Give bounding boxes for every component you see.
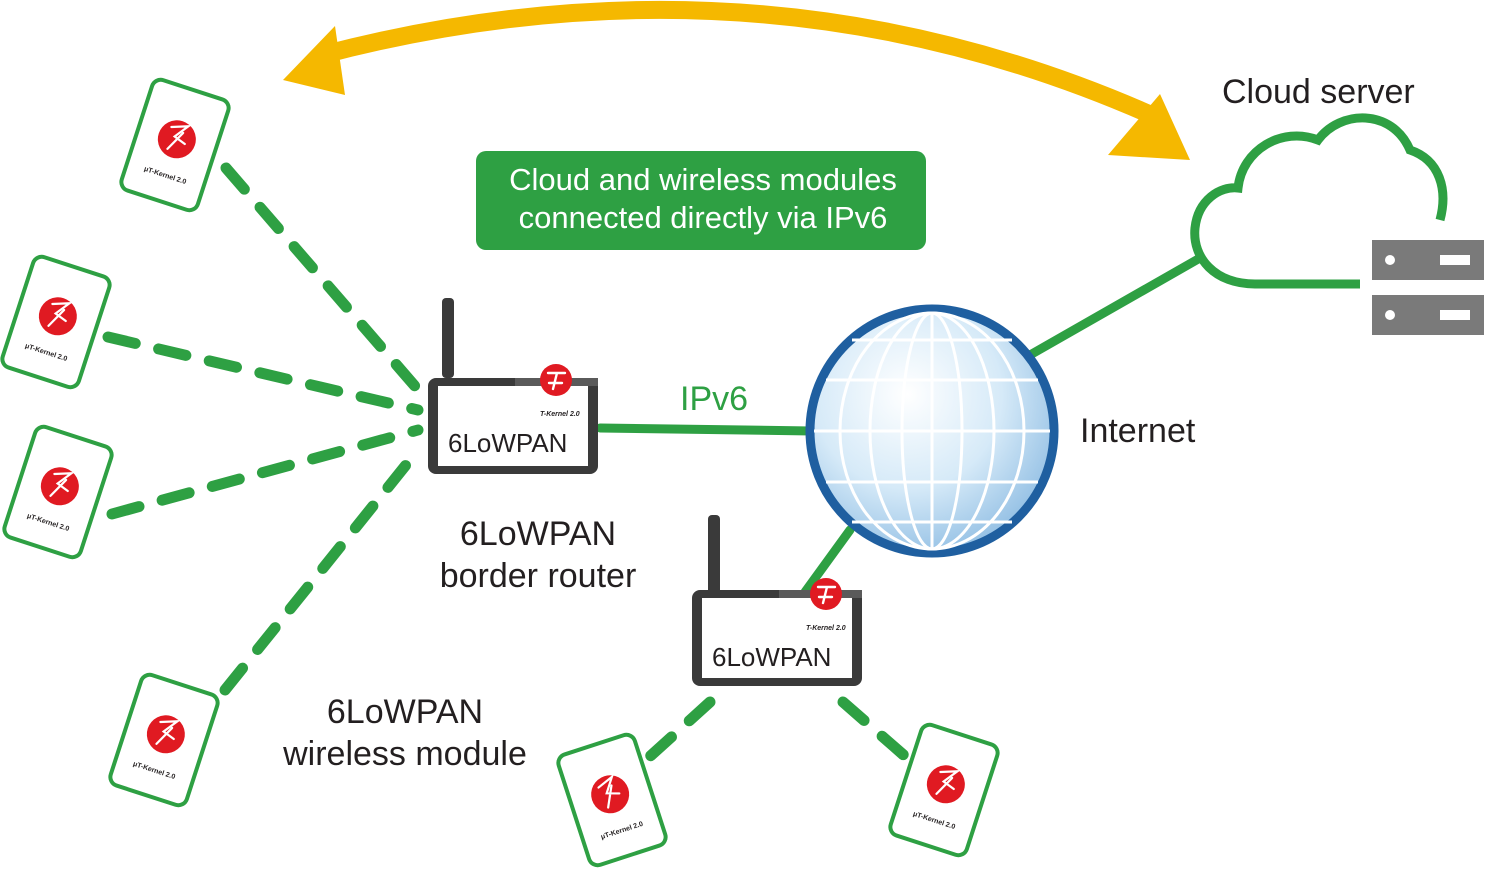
- ipv6-label: IPv6: [680, 380, 748, 418]
- router-label: 6LoWPAN: [448, 428, 567, 458]
- callout-line-2: connected directly via IPv6: [519, 200, 888, 235]
- router-icon: T-Kernel 2.0 6LoWPAN: [692, 515, 862, 686]
- double-headed-arrow: [283, 0, 1190, 160]
- router-icon: T-Kernel 2.0 6LoWPAN: [428, 298, 598, 474]
- wireless-link: [219, 444, 424, 696]
- router-badge-label: T-Kernel 2.0: [806, 625, 846, 632]
- wireless-module-icon: μT-Kernel 2.0: [117, 75, 233, 215]
- wireless-module-icon: μT-Kernel 2.0: [0, 252, 114, 392]
- globe-icon: [805, 304, 1059, 558]
- wireless-module-icon: μT-Kernel 2.0: [886, 720, 1002, 860]
- connections: [102, 162, 1205, 776]
- wireless-link: [106, 424, 424, 520]
- internet-label: Internet: [1080, 412, 1196, 450]
- wireless-link: [629, 696, 716, 776]
- wireless-module-icon: μT-Kernel 2.0: [106, 670, 222, 810]
- link-router-internet: [595, 423, 817, 436]
- link-internet-router2: [800, 525, 855, 597]
- callout-box: Cloud and wireless modules connected dir…: [476, 151, 926, 250]
- wireless-link: [102, 331, 424, 416]
- wireless-module-label-2: wireless module: [282, 735, 527, 773]
- wireless-module-icon: μT-Kernel 2.0: [0, 422, 116, 562]
- router-label: 6LoWPAN: [712, 642, 831, 672]
- cloud-icon: [1190, 113, 1448, 289]
- callout-line-1: Cloud and wireless modules: [509, 162, 897, 197]
- cloud-server-label: Cloud server: [1222, 73, 1415, 111]
- border-router-label-2: border router: [440, 557, 637, 595]
- wireless-module-icon: μT-Kernel 2.0: [554, 730, 670, 870]
- router-badge-label: T-Kernel 2.0: [540, 411, 580, 418]
- wireless-link: [837, 696, 921, 771]
- server-icon: [1372, 240, 1484, 335]
- wireless-module-label-1: 6LoWPAN: [327, 693, 483, 731]
- link-internet-cloud: [1025, 253, 1205, 360]
- border-router-label-1: 6LoWPAN: [460, 515, 616, 553]
- wireless-link: [220, 162, 426, 398]
